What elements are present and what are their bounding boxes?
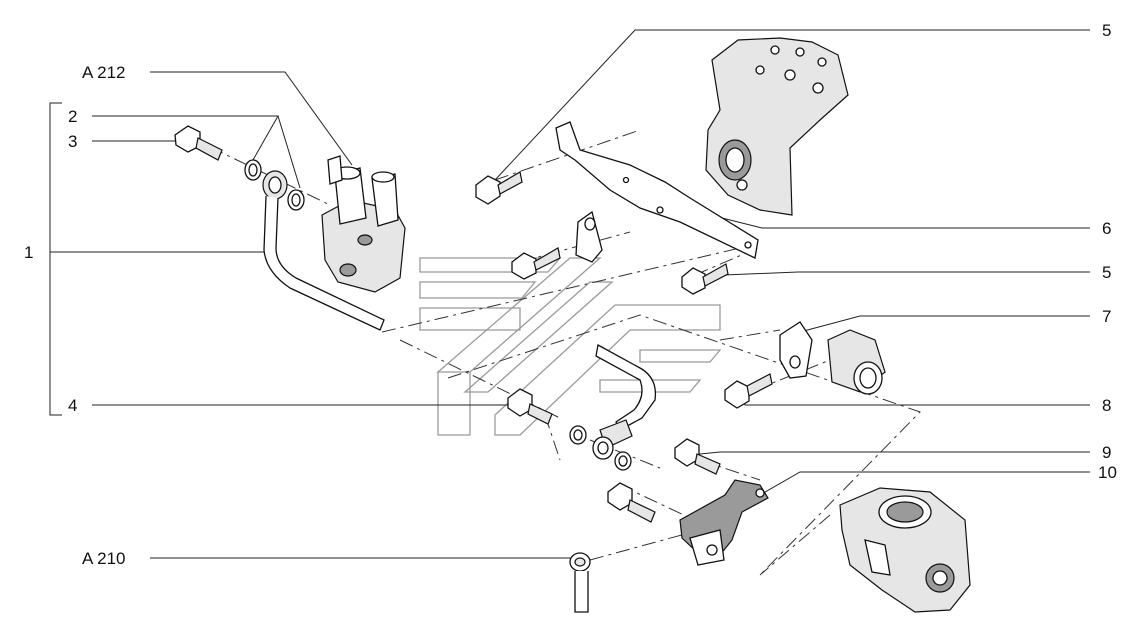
bracket-6: [555, 121, 759, 259]
callout-8: 8: [1102, 396, 1112, 415]
callout-5-lower: 5: [1102, 263, 1112, 282]
sealing-washers-2: [244, 159, 305, 211]
callout-3: 3: [68, 132, 78, 151]
bolt-4-lower: [507, 388, 553, 425]
callout-1: 1: [24, 243, 34, 262]
bolt-lower: [607, 482, 656, 523]
throttle-fitting: [827, 329, 886, 395]
pipe-lower: [592, 343, 657, 460]
clamp-7: [779, 321, 813, 379]
bolt-8: [724, 373, 773, 409]
callout-2: 2: [68, 107, 78, 126]
leader-lines: [50, 29, 1090, 559]
callout-9: 9: [1102, 443, 1112, 462]
washers-lower: [569, 425, 632, 471]
bolt-9: [674, 438, 721, 475]
clamp-upper: [575, 210, 603, 263]
valve-body-a212: [321, 155, 406, 293]
throttle-body: [839, 487, 971, 613]
bolt-5-upper: [475, 171, 523, 205]
callout-a210: A 210: [82, 549, 126, 568]
callout-5-top: 5: [1102, 21, 1112, 40]
engine-block: [705, 37, 849, 216]
callout-7: 7: [1102, 307, 1112, 326]
callout-4: 4: [68, 396, 78, 415]
callout-6: 6: [1102, 219, 1112, 238]
assembly-bracket: [49, 102, 62, 416]
fitting-a210: [569, 552, 591, 613]
assembly-axes: [209, 129, 921, 576]
banjo-bolt-3: [174, 125, 223, 161]
pipe-upper: [262, 170, 385, 331]
bracket-10: [679, 479, 769, 566]
watermark-logo: [419, 257, 722, 436]
callout-10: 10: [1098, 463, 1117, 482]
bolt-mid: [511, 247, 561, 280]
bolt-5-lower: [681, 263, 729, 295]
callout-a212: A 212: [82, 63, 126, 82]
